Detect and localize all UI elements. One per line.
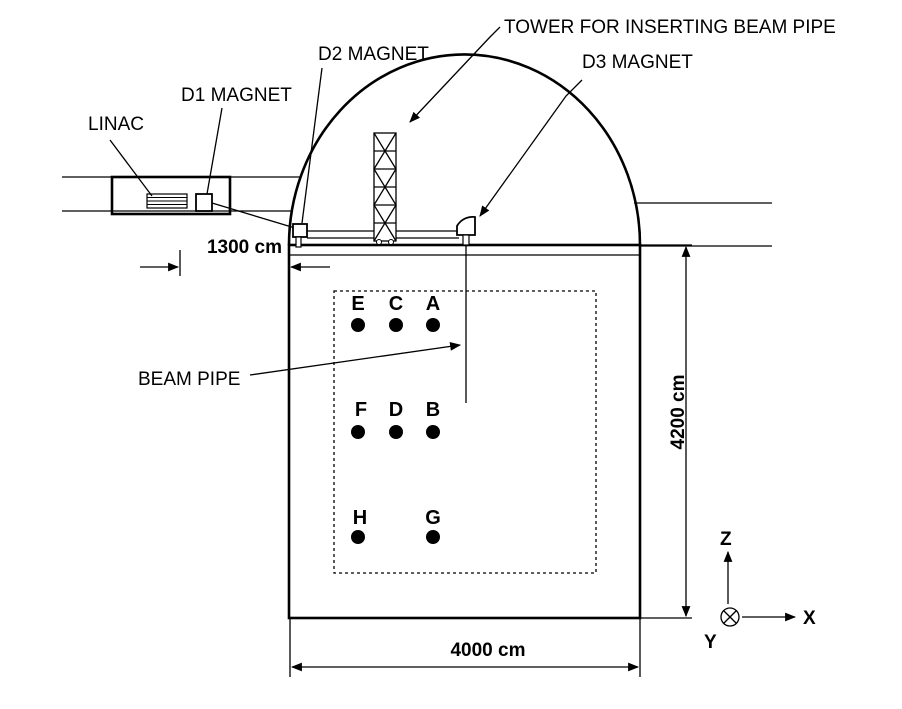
d3-magnet	[456, 215, 476, 236]
hall-outline	[287, 243, 642, 620]
d2-pipe-stub	[295, 236, 302, 248]
height-dimension-label: 4200 cm	[668, 374, 689, 449]
linac-leader	[109, 139, 153, 197]
d2-magnet	[292, 223, 308, 238]
beam-pipe-leader	[249, 342, 462, 376]
point-label: C	[389, 293, 403, 315]
point-marker	[351, 425, 365, 439]
d3-pipe-stub	[462, 234, 470, 246]
width-dimension-label: 4000 cm	[450, 640, 525, 661]
point-label: H	[353, 507, 367, 529]
d2-label: D2 MAGNET	[318, 44, 429, 65]
linac-label: LINAC	[88, 114, 144, 135]
linac-enclosure	[110, 175, 232, 216]
point-label: B	[426, 399, 440, 421]
beam-pipe-label: BEAM PIPE	[138, 369, 240, 390]
dome-arc	[287, 53, 642, 246]
d1-label: D1 MAGNET	[181, 85, 292, 106]
point-marker	[389, 425, 403, 439]
d1-magnet	[195, 193, 213, 212]
tower-for-beam-pipe	[373, 132, 397, 245]
y-axis-into-page-icon	[720, 607, 740, 627]
point-marker	[351, 318, 365, 332]
beam-line-d1-d2	[211, 202, 296, 229]
point-label: D	[389, 399, 403, 421]
point-marker	[426, 318, 440, 332]
measurement-region	[333, 290, 597, 574]
point-marker	[426, 530, 440, 544]
point-marker	[389, 318, 403, 332]
linac-body	[146, 193, 188, 209]
d1-leader	[206, 107, 223, 195]
axis-y-label: Y	[704, 632, 717, 653]
point-label: E	[351, 293, 364, 315]
d3-label: D3 MAGNET	[582, 52, 693, 73]
offset-dimension-label: 1300 cm	[207, 237, 282, 258]
point-label: G	[425, 507, 441, 529]
axis-x-label: X	[803, 608, 816, 629]
tower-leader	[409, 26, 501, 123]
point-label: F	[355, 399, 367, 421]
axis-z-label: Z	[720, 529, 732, 550]
point-label: A	[426, 293, 440, 315]
d2-leader	[301, 67, 323, 224]
point-marker	[351, 530, 365, 544]
d3-leader	[479, 79, 583, 217]
point-marker	[426, 425, 440, 439]
tower-label: TOWER FOR INSERTING BEAM PIPE	[504, 17, 836, 38]
